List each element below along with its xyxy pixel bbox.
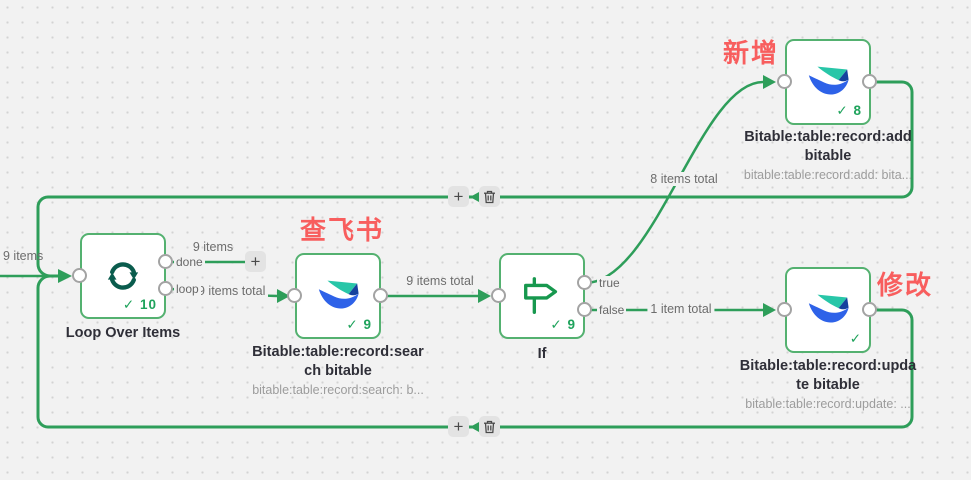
delete-connection-button-bottom[interactable] [479,416,500,437]
port-add-output[interactable] [862,74,877,89]
port-loop-input[interactable] [72,268,87,283]
connection-direction-arrow [470,192,479,202]
port-if-output-true[interactable] [577,275,592,290]
run-count: 8 [853,103,862,118]
arrowhead-update-input [763,303,776,317]
arrowhead-add-input [763,75,776,89]
port-search-output[interactable] [373,288,388,303]
node-if[interactable]: ✓ 9 [499,253,585,339]
check-icon: ✓ [122,297,136,312]
label-false-items-total: 1 item total [647,302,715,316]
delete-connection-button-top[interactable] [479,186,500,207]
node-bitable-add[interactable]: ✓ 8 [785,39,871,125]
port-label-done: done [174,255,205,269]
annotation-update: 修改 [877,270,934,300]
port-update-input[interactable] [777,302,792,317]
node-title-update: Bitable:table:record:upda te bitable [739,358,917,393]
annotation-add: 新增 [723,38,780,68]
port-label-true: true [597,276,622,290]
success-badge: ✓ 9 [550,317,576,333]
node-subtitle-add: bitable:table:record:add: bita... [743,168,913,182]
run-count: 9 [567,317,576,332]
annotation-search: 查飞书 [300,215,385,245]
connection-update-loopback[interactable] [36,274,914,429]
connection-add-loopback[interactable] [36,80,914,278]
port-loop-output-loop[interactable] [158,281,173,296]
arrowhead-if-input [478,289,491,303]
trash-icon [484,190,495,203]
port-add-input[interactable] [777,74,792,89]
port-update-output[interactable] [862,302,877,317]
port-if-input[interactable] [491,288,506,303]
node-loop-over-items[interactable]: ✓ 10 [80,233,166,319]
check-icon: ✓ [346,317,359,332]
label-true-items-total: 8 items total [647,172,721,186]
success-badge: ✓ 9 [346,317,372,333]
add-node-button-bottom-loopback[interactable]: + [448,416,469,437]
arrowhead-search-input [277,289,290,303]
trash-icon [484,420,495,433]
port-if-output-false[interactable] [577,302,592,317]
plus-icon: + [453,187,464,206]
node-title-loop: Loop Over Items [65,325,181,341]
loop-icon [107,262,139,290]
node-title-if: If [537,346,547,362]
bitable-icon [808,66,849,95]
success-badge: ✓ [850,331,862,347]
plus-icon: + [453,417,464,436]
add-node-button-done[interactable]: + [245,251,266,272]
port-label-false: false [597,303,627,317]
node-title-search: Bitable:table:record:sear ch bitable [252,344,424,379]
bitable-icon [318,280,359,309]
node-bitable-search[interactable]: ✓ 9 [295,253,381,339]
node-subtitle-search: bitable:table:record:search: b... [252,383,424,397]
bitable-icon [808,294,849,323]
label-done-items: 9 items [192,240,234,254]
success-badge: ✓ 10 [123,297,157,313]
port-loop-output-done[interactable] [158,254,173,269]
check-icon: ✓ [550,317,563,332]
label-search-if-total: 9 items total [406,274,474,288]
connection-direction-arrow [470,422,479,432]
node-subtitle-update: bitable:table:record:update: ... [745,397,911,411]
node-bitable-update[interactable]: ✓ [785,267,871,353]
run-count: 10 [139,297,157,312]
label-loop-items-total: 9 items total [195,284,269,298]
check-icon: ✓ [849,331,862,346]
arrowhead-loop-input [58,269,72,283]
if-signpost-icon [524,277,558,314]
label-input-items: 9 items [3,249,44,263]
add-node-button-top-loopback[interactable]: + [448,186,469,207]
run-count: 9 [363,317,372,332]
port-search-input[interactable] [287,288,302,303]
success-badge: ✓ 8 [836,103,862,119]
check-icon: ✓ [836,103,849,118]
port-label-loop: loop [174,282,201,296]
plus-icon: + [250,252,261,271]
node-title-add: Bitable:table:record:add bitable [744,129,912,164]
